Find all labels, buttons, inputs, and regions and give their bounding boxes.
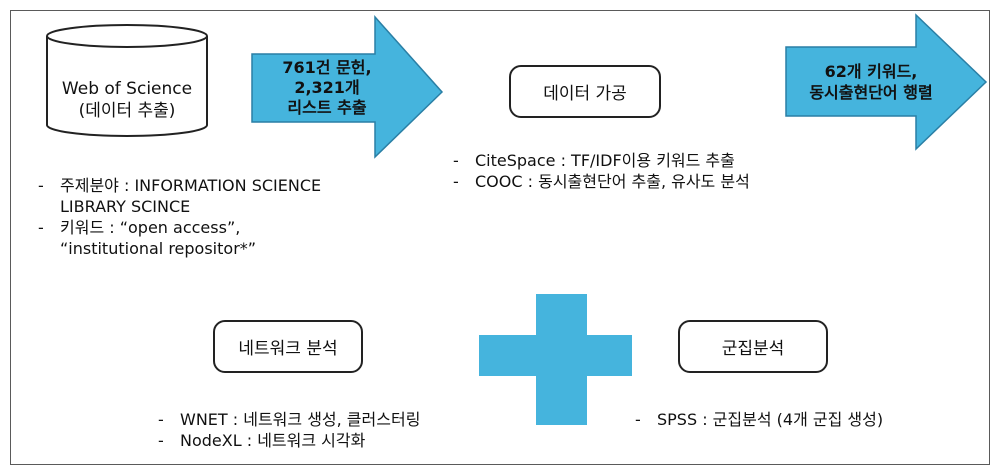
clustering-bullets: SPSS : 군집분석 (4개 군집 생성) xyxy=(635,409,883,430)
list-item: SPSS : 군집분석 (4개 군집 생성) xyxy=(635,409,883,430)
clustering-box: 군집분석 xyxy=(678,320,828,373)
arrow-1-shape xyxy=(251,15,444,159)
processing-bullets: CiteSpace : TF/IDF이용 키워드 추출 COOC : 동시출현단… xyxy=(453,150,750,192)
database-cylinder-icon xyxy=(46,24,208,137)
arrow-2-label: 62개 키워드, 동시출현단어 행렬 xyxy=(809,61,933,102)
plus-icon xyxy=(479,294,632,425)
list-item: CiteSpace : TF/IDF이용 키워드 추출 xyxy=(453,150,750,171)
source-label: Web of Science (데이터 추출) xyxy=(61,79,193,121)
processing-box: 데이터 가공 xyxy=(509,65,661,118)
arrow-2-shape xyxy=(785,13,988,151)
list-item: 키워드 : “open access”, “institutional repo… xyxy=(38,217,321,259)
list-item: WNET : 네트워크 생성, 클러스터링 xyxy=(158,409,420,430)
list-item: 주제분야 : INFORMATION SCIENCE LIBRARY SCINC… xyxy=(38,175,321,217)
network-bullets: WNET : 네트워크 생성, 클러스터링 NodeXL : 네트워크 시각화 xyxy=(158,409,420,451)
list-item: NodeXL : 네트워크 시각화 xyxy=(158,430,420,451)
list-item: COOC : 동시출현단어 추출, 유사도 분석 xyxy=(453,171,750,192)
source-bullets: 주제분야 : INFORMATION SCIENCE LIBRARY SCINC… xyxy=(38,175,321,259)
arrow-1-label: 761건 문헌, 2,321개 리스트 추출 xyxy=(282,58,372,117)
network-analysis-box: 네트워크 분석 xyxy=(213,320,363,373)
